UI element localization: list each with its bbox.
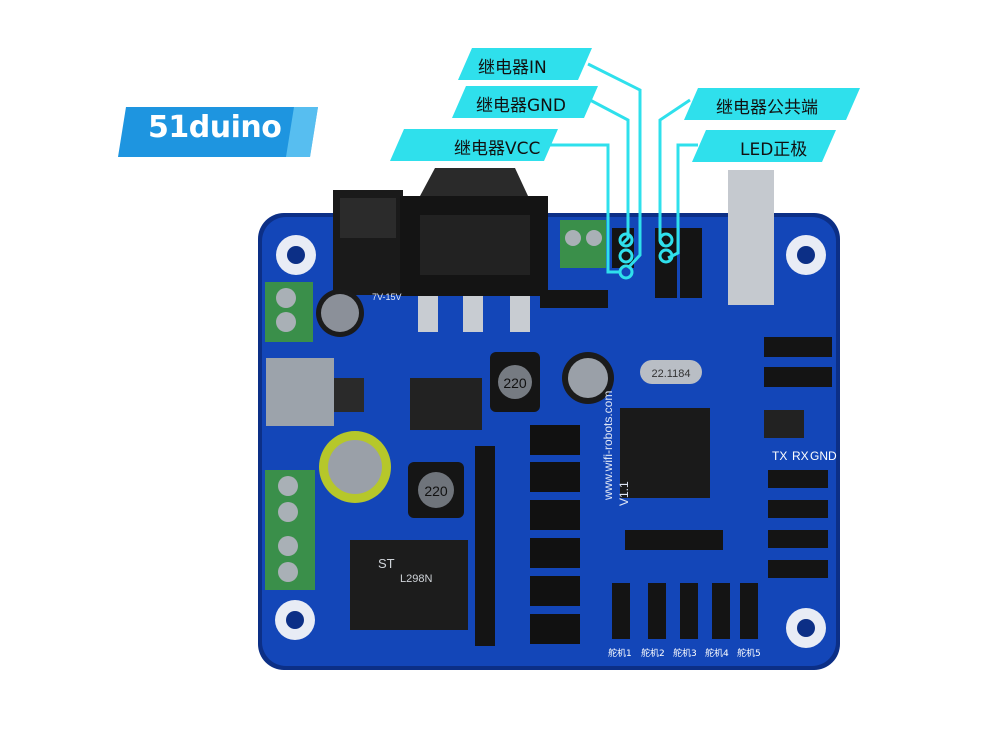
callout-relay-vcc-label: 继电器VCC [454, 139, 541, 159]
brand-label: 51duino [148, 110, 282, 145]
servo-header [680, 583, 698, 639]
silk-power: 7V-15V [372, 292, 402, 302]
callout-relay-in [458, 48, 592, 80]
crystal [640, 360, 702, 384]
capacitor [562, 352, 614, 404]
voltage-regulator [266, 358, 364, 426]
callout-led [692, 130, 836, 162]
motor-driver-ic: ST L298N [350, 540, 468, 630]
servo-label-3: 舵机3 [673, 647, 697, 659]
mounting-hole [786, 608, 826, 648]
brand-banner [118, 107, 318, 157]
servo-header [648, 583, 666, 639]
terminal-block [265, 530, 315, 590]
servo-header [740, 583, 758, 639]
callout-relay-gnd [452, 86, 598, 118]
mounting-hole [786, 235, 826, 275]
serial-gnd-label: GND [810, 449, 837, 463]
callout-led-label: LED正极 [740, 140, 808, 160]
capacitor [319, 431, 391, 503]
inductor-marking: 220 [424, 483, 448, 499]
pin-header [540, 290, 608, 308]
pin-header [764, 367, 832, 387]
serial-rx-label: RX [792, 449, 809, 463]
usb-connector [728, 170, 774, 305]
callout-relay-com [684, 88, 860, 120]
pin-header [625, 530, 723, 550]
pin-header [475, 446, 495, 646]
pin-header [768, 500, 828, 518]
mounting-hole [275, 600, 315, 640]
pin-header [768, 470, 828, 488]
crystal-marking: 22.1184 [652, 368, 691, 380]
inductor: 220 [408, 462, 464, 518]
pin-header [768, 560, 828, 578]
pin-header [764, 337, 832, 357]
terminal-block [560, 220, 606, 268]
terminal-block [265, 470, 315, 530]
servo-label-5: 舵机5 [737, 647, 761, 659]
servo-label-2: 舵机2 [641, 647, 665, 659]
serial-tx-label: TX [772, 449, 787, 463]
leader-line-relay-in [587, 62, 642, 270]
callout-relay-in-label: 继电器IN [478, 58, 547, 78]
power-switch [400, 168, 548, 332]
capacitor [316, 289, 364, 337]
silk-website: www.wifi-robots.com [601, 391, 615, 501]
driver-brand: ST [378, 556, 395, 571]
callout-relay-vcc [390, 129, 558, 161]
microcontroller [620, 408, 710, 498]
ir-receiver [764, 410, 804, 438]
terminal-block [265, 282, 313, 342]
servo-label-4: 舵机4 [705, 647, 729, 659]
callout-relay-com-label: 继电器公共端 [716, 98, 818, 118]
leader-line-relay-gnd [589, 98, 630, 246]
silk-version: V1.1 [617, 481, 631, 506]
inductor-marking: 220 [503, 375, 527, 391]
servo-header [712, 583, 730, 639]
relay-row [530, 425, 580, 644]
inductor: 220 [490, 352, 540, 412]
servo-label-1: 舵机1 [608, 647, 632, 659]
dc-power-jack [333, 190, 403, 295]
pin-header [768, 530, 828, 548]
callout-relay-gnd-label: 继电器GND [476, 96, 566, 116]
mounting-hole [276, 235, 316, 275]
leader-line-relay-vcc [548, 143, 620, 274]
servo-header [612, 583, 630, 639]
driver-part: L298N [400, 573, 432, 585]
converter-ic [410, 378, 482, 430]
pin-header [680, 228, 702, 298]
